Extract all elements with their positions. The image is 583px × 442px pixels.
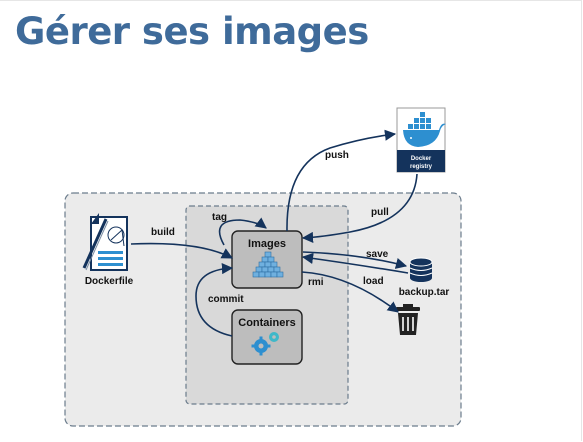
commit-label: commit	[208, 294, 244, 305]
docker-whale-icon	[403, 112, 446, 147]
rmi-arrow	[301, 271, 399, 313]
database-icon	[409, 257, 433, 282]
image-layers-icon	[252, 251, 284, 278]
push-label: push	[325, 150, 349, 161]
containers-label: Containers	[238, 317, 295, 329]
containers-node: Containers	[231, 309, 303, 365]
pull-arrow	[301, 173, 418, 244]
build-arrow	[130, 242, 233, 259]
tag-arrow	[218, 217, 267, 246]
images-label: Images	[248, 238, 286, 250]
images-node: Images	[231, 230, 303, 289]
build-label: build	[151, 227, 175, 238]
registry-label-line1: Docker	[411, 156, 432, 162]
backup-label: backup.tar	[399, 287, 450, 298]
push-arrow	[286, 129, 397, 232]
gears-icon	[251, 332, 279, 356]
save-label: save	[366, 249, 389, 260]
commit-arrow	[195, 262, 234, 337]
trash-icon	[396, 304, 420, 335]
slide-title: Gérer ses images	[15, 10, 369, 53]
rmi-label: rmi	[308, 277, 324, 288]
dockerfile-label: Dockerfile	[85, 276, 134, 287]
pull-label: pull	[371, 207, 389, 218]
registry-label-line2: registry	[410, 164, 433, 170]
dockerfile-icon	[82, 213, 128, 271]
load-arrow	[301, 252, 409, 274]
save-arrow	[302, 251, 408, 269]
tag-label: tag	[212, 212, 227, 223]
docker-registry-node: Docker registry	[396, 107, 446, 173]
load-label: load	[363, 276, 384, 287]
